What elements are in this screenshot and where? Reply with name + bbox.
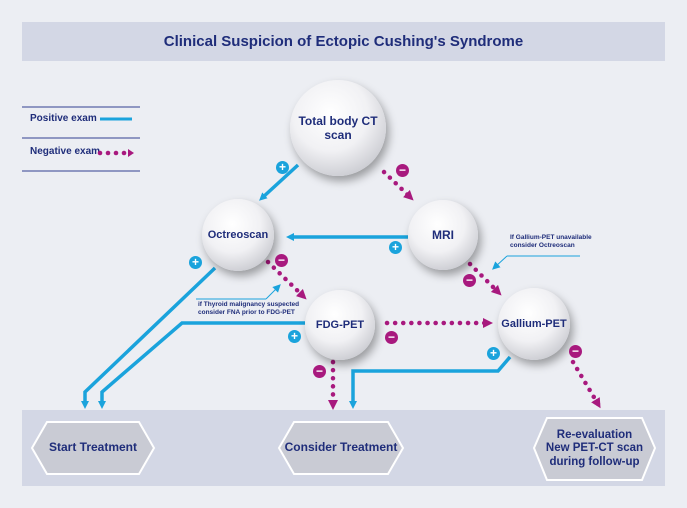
node-octreoscan-label: Octreoscan (207, 229, 269, 241)
thyroid-note-line-1: if Thyroid malignancy suspected (198, 301, 300, 308)
gallium-positive-marker: + (487, 347, 500, 360)
fdg-positive-marker: + (288, 330, 301, 343)
octreoscan-negative-marker: − (275, 254, 288, 267)
octreoscan-positive-marker: + (189, 256, 202, 269)
ct-positive-marker: + (276, 161, 289, 174)
fdg-negative-marker: − (385, 331, 398, 344)
legend-negative-dots (97, 149, 134, 157)
arrow-gallium-to-reevaluation (570, 359, 601, 409)
node-mri: MRI (408, 200, 478, 270)
legend-negative-label: Negative exam (30, 146, 101, 157)
callout-gallium-pointer (492, 255, 508, 270)
arrow-fdg-to-start (98, 321, 305, 409)
node-gallium-pet: Gallium-PET (498, 288, 570, 360)
node-fdg-pet: FDG-PET (305, 290, 375, 360)
ct-negative-marker: − (396, 164, 409, 177)
callout-thyroid-pointer (265, 284, 281, 300)
arrow-gallium-to-consider (349, 355, 512, 409)
outcome-reevaluation: Re-evaluation New PET-CT scan during fol… (534, 418, 655, 480)
reevaluation-line-1: Re-evaluation (556, 429, 633, 442)
arrow-octreoscan-to-fdg (265, 259, 307, 300)
node-total-body-ct: Total body CT scan (290, 80, 386, 176)
gallium-negative-marker: − (569, 345, 582, 358)
thyroid-malignancy-note: if Thyroid malignancy suspected consider… (198, 301, 299, 317)
gallium-note-line-1: If Gallium-PET unavailable (510, 234, 592, 241)
legend-positive-label: Positive exam (30, 113, 97, 124)
legend-divider-top (22, 106, 140, 108)
gallium-unavailable-note: If Gallium-PET unavailable consider Octr… (510, 234, 592, 250)
legend-divider-bottom (22, 170, 140, 172)
thyroid-note-line-2: consider FNA prior to FDG-PET (198, 309, 295, 317)
node-fdg-pet-label: FDG-PET (315, 319, 365, 331)
diagram-title: Clinical Suspicion of Ectopic Cushing's … (22, 22, 665, 61)
mri-positive-marker: + (389, 241, 402, 254)
node-octreoscan: Octreoscan (202, 199, 274, 271)
consider-treatment-hexagon (277, 421, 405, 475)
legend-divider-middle (22, 137, 140, 139)
start-treatment-hexagon (30, 421, 156, 475)
node-total-body-ct-label: Total body CT scan (298, 114, 378, 142)
arrow-ct-to-octreoscan (259, 163, 300, 201)
arrow-ct-to-mri (381, 169, 414, 201)
node-mri-label: MRI (432, 228, 454, 242)
mri-negative-marker: − (463, 274, 476, 287)
reevaluation-hexagon (532, 417, 657, 481)
outcome-consider-treatment: Consider Treatment (284, 440, 398, 455)
fdg-negative-down-marker: − (313, 365, 326, 378)
arrow-mri-to-gallium (467, 261, 502, 296)
outcome-start-treatment: Start Treatment (48, 440, 138, 455)
node-gallium-pet-label: Gallium-PET (501, 318, 567, 330)
arrow-octreoscan-to-start (81, 266, 217, 409)
reevaluation-line-3: during follow-up (549, 455, 640, 468)
reevaluation-line-2: New PET-CT scan (545, 442, 644, 455)
gallium-note-line-2: consider Octreoscan (510, 242, 575, 250)
